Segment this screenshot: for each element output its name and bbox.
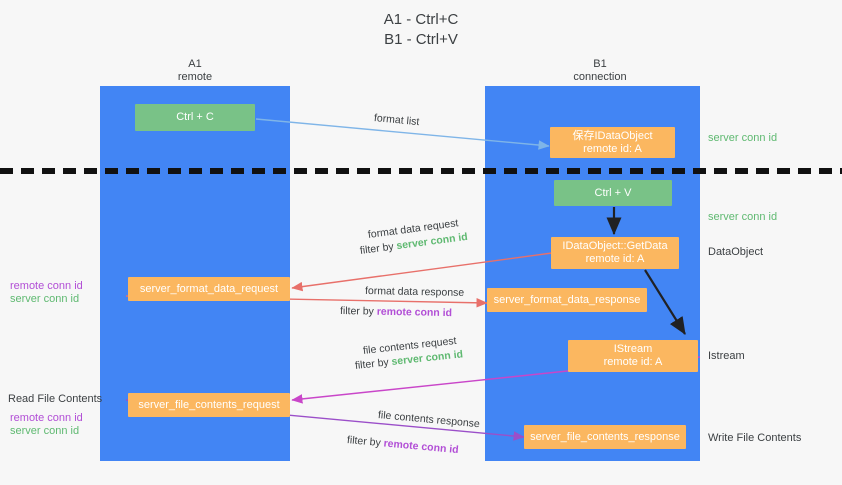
edge-label-format-list-text: format list [373,112,420,129]
title-line-2: B1 - Ctrl+V [384,31,458,48]
node-server-file-contents-response-label: server_file_contents_response [530,430,680,443]
filter-prefix: filter by [346,434,385,450]
node-server-format-data-response[interactable]: server_format_data_response [487,288,647,312]
node-server-format-data-request-label: server_format_data_request [139,282,279,295]
edge-label-format-list: format list [373,111,420,129]
edge-label-format-data-response-text: format data response [364,285,465,299]
left-label-server-conn-id-1: server conn id [10,293,80,305]
node-getdata-line1: IDataObject::GetData [562,240,668,252]
node-server-format-data-response-label: server_format_data_response [493,293,641,306]
node-save-idataobject-line1: 保存IDataObject [572,129,653,142]
filter-prefix: filter by [339,305,377,318]
node-istream[interactable]: IStream remote id: A [568,340,698,372]
node-getdata-line2: remote id: A [585,253,645,265]
lane-b1-role: connection [573,71,627,83]
node-ctrl-c-label: Ctrl + C [176,111,214,123]
node-server-file-contents-request[interactable]: server_file_contents_request [128,393,290,417]
node-ctrl-c[interactable]: Ctrl + C [135,104,255,131]
lane-a1-name: A1 [188,58,202,70]
edge-label-format-data-response: format data response [365,284,464,300]
node-istream-line2: remote id: A [603,356,663,368]
filter-value-remote-conn-id: remote conn id [376,305,453,320]
node-server-file-contents-response[interactable]: server_file_contents_response [524,425,686,449]
edge-label-format-data-response-filter: filter by remote conn id [340,304,452,320]
left-label-remote-conn-id-2: remote conn id [10,412,83,424]
edge-label-file-contents-response-text: file contents response [377,409,481,431]
title-line-1: A1 - Ctrl+C [383,11,459,28]
filter-prefix: filter by [359,240,398,257]
phase-divider [0,168,842,174]
right-label-server-conn-id-mid: server conn id [708,211,778,223]
left-label-server-conn-id-2: server conn id [10,425,80,437]
node-ctrl-v-label: Ctrl + V [594,186,632,199]
lane-a1-role: remote [177,71,213,83]
lane-header-b1: B1 connection [520,58,680,84]
left-label-read-file-contents: Read File Contents [8,393,103,405]
node-save-idataobject-line2: remote id: A [583,142,642,155]
node-ctrl-v[interactable]: Ctrl + V [554,180,672,206]
lane-header-a1: A1 remote [115,58,275,84]
right-label-dataobject: DataObject [708,246,764,258]
node-istream-line1: IStream [613,343,653,355]
right-label-write-file-contents: Write File Contents [708,432,802,444]
edge-label-file-contents-response: file contents response [377,408,480,431]
filter-value-remote-conn-id: remote conn id [383,437,460,457]
edge-label-file-contents-response-filter: filter by remote conn id [346,433,459,457]
node-save-idataobject[interactable]: 保存IDataObject remote id: A [550,127,675,158]
node-server-file-contents-request-label: server_file_contents_request [138,398,280,411]
lane-b1-name: B1 [593,58,607,70]
right-label-server-conn-id-top: server conn id [708,132,778,144]
node-getdata[interactable]: IDataObject::GetData remote id: A [551,237,679,269]
right-label-istream: Istream [708,350,745,362]
left-label-remote-conn-id-1: remote conn id [10,280,83,292]
node-server-format-data-request[interactable]: server_format_data_request [128,277,290,301]
diagram-title: A1 - Ctrl+C B1 - Ctrl+V [0,10,842,50]
filter-prefix: filter by [354,356,393,372]
